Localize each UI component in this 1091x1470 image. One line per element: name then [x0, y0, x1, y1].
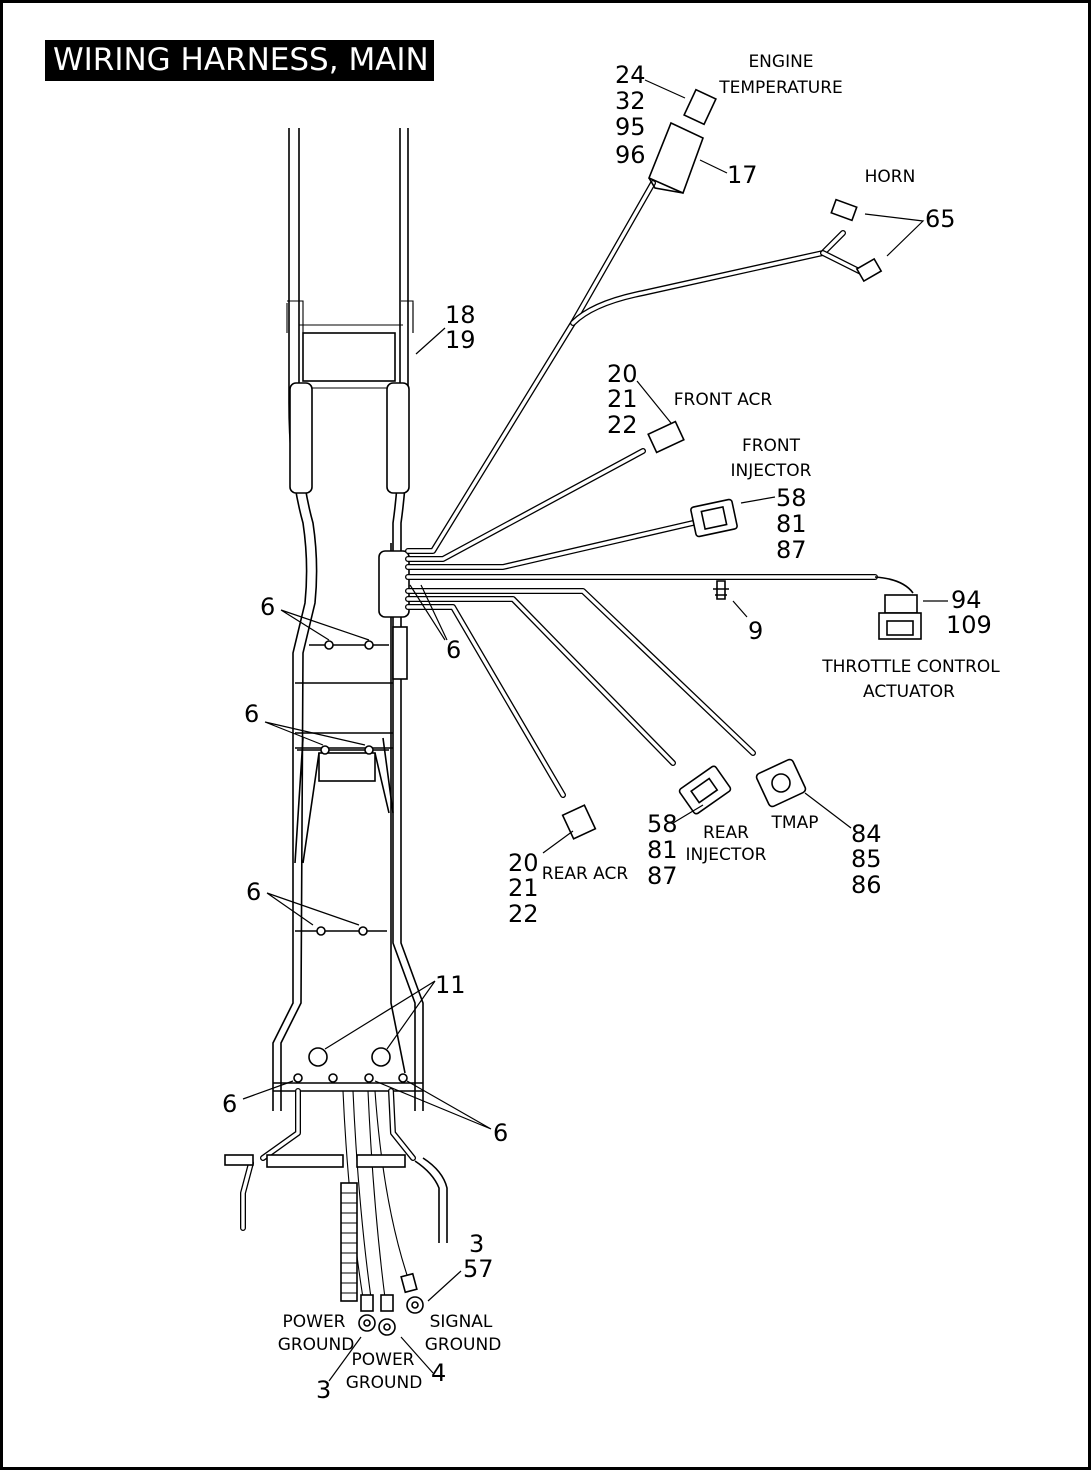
callout-front-injector-87: 87 — [776, 536, 807, 564]
label-power-ground-left-line2: GROUND — [278, 1335, 355, 1355]
callout-6-harness: 6 — [446, 636, 461, 664]
callout-6-lower-left: 6 — [246, 878, 261, 906]
label-front-injector-line1: FRONT — [742, 436, 801, 456]
callout-rear-acr-20: 20 — [508, 849, 539, 877]
label-front-injector-line2: INJECTOR — [731, 461, 812, 481]
callout-engine-temp-24: 24 — [615, 61, 646, 89]
connector-horn — [830, 198, 883, 283]
label-signal-ground-line1: SIGNAL — [430, 1312, 493, 1332]
leader-lines — [242, 79, 948, 1382]
wiring-harness-diagram: 24 32 95 96 17 65 18 19 20 21 22 58 81 8… — [222, 52, 1001, 1404]
label-engine-temperature-line1: ENGINE — [748, 52, 813, 72]
cable-ties — [293, 640, 408, 1083]
ground-cables — [224, 1154, 448, 1302]
callout-front-acr-20: 20 — [607, 360, 638, 388]
callout-signal-ground-3: 3 — [469, 1230, 484, 1258]
motorcycle-frame — [272, 128, 424, 1111]
label-rear-acr: REAR ACR — [542, 864, 629, 884]
label-front-acr: FRONT ACR — [674, 390, 773, 410]
label-power-ground-center-line2: GROUND — [346, 1373, 423, 1393]
label-rear-injector-line2: INJECTOR — [686, 845, 767, 865]
callout-18: 18 — [445, 301, 476, 329]
component-labels: ENGINE TEMPERATURE HORN FRONT ACR FRONT … — [278, 52, 1001, 1393]
label-throttle-line2: ACTUATOR — [863, 682, 955, 702]
callout-engine-temp-32: 32 — [615, 87, 646, 115]
label-power-ground-center-line1: POWER — [352, 1350, 415, 1370]
callout-rear-acr-22: 22 — [508, 900, 539, 928]
connector-front-injector — [690, 498, 738, 538]
connector-throttle-actuator — [874, 576, 922, 640]
callout-tmap-86: 86 — [851, 871, 882, 899]
callout-power-ground-4: 4 — [431, 1359, 446, 1387]
callout-rear-acr-21: 21 — [508, 874, 539, 902]
connector-tmap — [755, 758, 807, 808]
connector-rear-acr — [561, 804, 597, 840]
label-tmap: TMAP — [771, 813, 819, 833]
harness-branches — [240, 180, 878, 1299]
callout-11: 11 — [435, 971, 466, 999]
callout-engine-temp-96: 96 — [615, 141, 646, 169]
label-power-ground-left-line1: POWER — [283, 1312, 346, 1332]
label-engine-temperature-line2: TEMPERATURE — [718, 78, 843, 98]
connector-rear-injector — [678, 765, 732, 815]
callout-6-upper-left: 6 — [260, 593, 275, 621]
callout-front-acr-22: 22 — [607, 411, 638, 439]
callout-engine-temp-95: 95 — [615, 113, 646, 141]
label-horn: HORN — [865, 167, 916, 187]
callout-19: 19 — [445, 326, 476, 354]
callout-front-injector-81: 81 — [776, 510, 807, 538]
label-throttle-line1: THROTTLE CONTROL — [821, 657, 1000, 677]
callout-rear-injector-87: 87 — [647, 862, 678, 890]
callout-rear-injector-58: 58 — [647, 810, 678, 838]
callout-tmap-85: 85 — [851, 845, 882, 873]
callout-front-injector-58: 58 — [776, 484, 807, 512]
callout-17: 17 — [727, 161, 758, 189]
connector-engine-temperature — [647, 88, 717, 195]
callout-throttle-94: 94 — [951, 586, 982, 614]
callout-6-bottom-left: 6 — [222, 1090, 237, 1118]
callout-6-mid-left: 6 — [244, 700, 259, 728]
callout-6-bottom-right: 6 — [493, 1119, 508, 1147]
callout-throttle-109: 109 — [946, 611, 992, 639]
ring-terminals — [358, 1272, 424, 1336]
callout-front-acr-21: 21 — [607, 385, 638, 413]
label-signal-ground-line2: GROUND — [425, 1335, 502, 1355]
callout-power-ground-3: 3 — [316, 1376, 331, 1404]
callout-horn-65: 65 — [925, 205, 956, 233]
callout-signal-ground-57: 57 — [463, 1255, 494, 1283]
callout-9: 9 — [748, 617, 763, 645]
diagram-title: WIRING HARNESS, MAIN — [45, 40, 434, 81]
label-rear-injector-line1: REAR — [703, 823, 749, 843]
connector-front-acr — [647, 420, 685, 454]
callout-tmap-84: 84 — [851, 820, 882, 848]
callout-rear-injector-81: 81 — [647, 836, 678, 864]
callout-numbers: 24 32 95 96 17 65 18 19 20 21 22 58 81 8… — [222, 61, 992, 1404]
clip-9 — [713, 580, 729, 600]
